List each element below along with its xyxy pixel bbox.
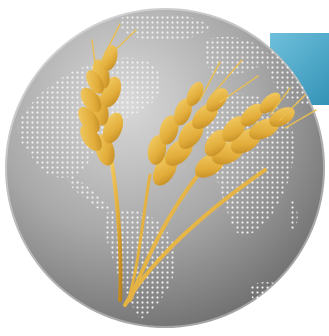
wheat-awns xyxy=(91,23,317,129)
wheat-grains xyxy=(78,45,295,186)
